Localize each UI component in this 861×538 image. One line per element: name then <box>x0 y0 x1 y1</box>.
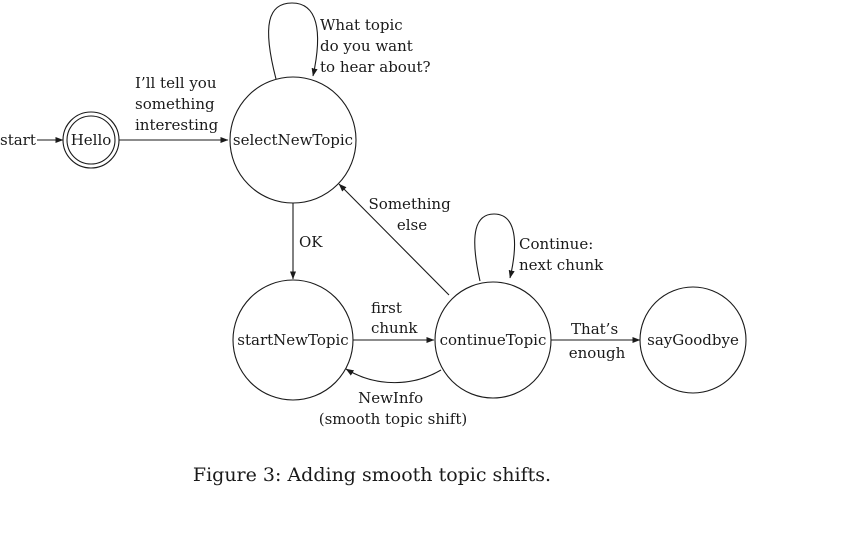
label-line: What topic <box>320 16 403 34</box>
label-line: I’ll tell you <box>135 74 217 92</box>
edge-continue-to-start <box>345 368 442 384</box>
label-continue-to-goodbye: That’s enough <box>569 320 626 362</box>
label-line: do you want <box>320 37 413 55</box>
label-line: NewInfo <box>358 389 423 407</box>
label-continue-to-select: Something else <box>369 195 456 234</box>
label-hello-to-select: I’ll tell you something interesting <box>135 74 221 134</box>
label-line: else <box>397 216 427 234</box>
label-line: (smooth topic shift) <box>319 410 468 428</box>
figure-caption: Figure 3: Adding smooth topic shifts. <box>193 464 551 486</box>
state-hello-label: Hello <box>71 131 112 149</box>
label-line: That’s <box>571 320 618 338</box>
label-line: interesting <box>135 116 219 134</box>
label-line: chunk <box>371 319 418 337</box>
label-line: Something <box>369 195 452 213</box>
state-continue-topic-label: continueTopic <box>440 331 547 349</box>
state-start-new-topic: startNewTopic <box>232 279 354 401</box>
state-select-new-topic-label: selectNewTopic <box>233 131 353 149</box>
start-label: start <box>0 131 36 149</box>
edge-select-self-loop <box>268 2 319 80</box>
label-line: OK <box>299 233 323 251</box>
label-line: something <box>135 95 215 113</box>
state-continue-topic: continueTopic <box>434 281 552 399</box>
label-line: to hear about? <box>320 58 431 76</box>
label-line: first <box>371 299 402 317</box>
label-select-to-start: OK <box>299 233 323 251</box>
label-line: Continue: <box>519 235 593 253</box>
label-continue-to-start: NewInfo (smooth topic shift) <box>319 389 468 428</box>
state-say-goodbye: sayGoodbye <box>639 286 747 394</box>
state-say-goodbye-label: sayGoodbye <box>647 331 739 349</box>
label-line: next chunk <box>519 256 604 274</box>
label-start-to-continue: first chunk <box>371 299 418 337</box>
state-hello: Hello <box>62 111 120 169</box>
label-continue-self-loop: Continue: next chunk <box>519 235 604 274</box>
edge-continue-to-select <box>338 183 450 296</box>
label-select-self-loop: What topic do you want to hear about? <box>320 16 431 76</box>
edge-continue-self-loop <box>474 213 516 282</box>
state-start-new-topic-label: startNewTopic <box>237 331 348 349</box>
label-line: enough <box>569 344 626 362</box>
state-select-new-topic: selectNewTopic <box>229 76 357 204</box>
